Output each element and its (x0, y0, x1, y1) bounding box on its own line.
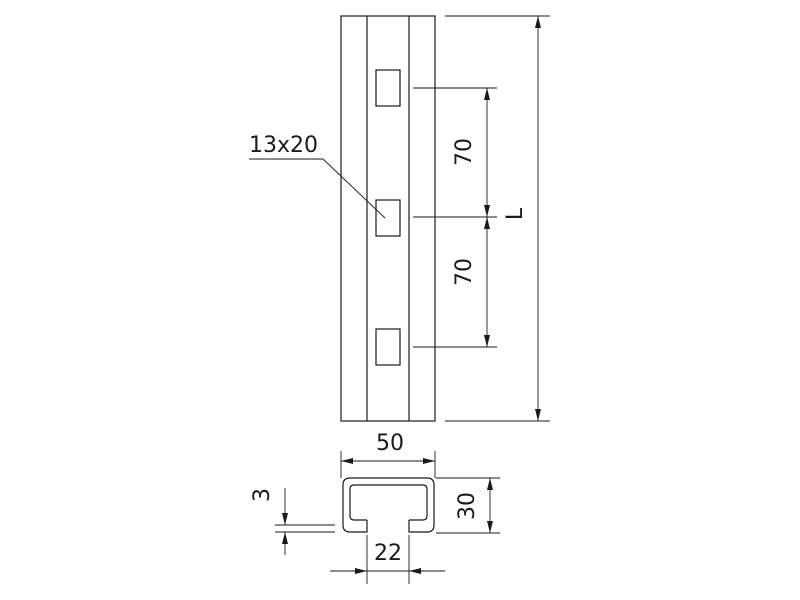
length-label: L (503, 207, 528, 220)
height-arrow-top (487, 478, 493, 490)
pitch-arrow-upper-top (484, 88, 490, 100)
thickness-label: 3 (250, 488, 275, 502)
slot-top (375, 69, 401, 107)
thickness-dimension: 3 (250, 488, 335, 555)
height-arrow-bottom (487, 521, 493, 533)
length-dimension: L (445, 15, 550, 422)
length-arrow-bottom (535, 409, 541, 421)
width-arrow-right (423, 458, 435, 464)
opening-arrow-right (409, 568, 421, 574)
thickness-arrow-top (282, 513, 288, 525)
length-arrow-top (535, 16, 541, 28)
channel-outline (340, 15, 436, 422)
opening-dimension: 22 (330, 535, 445, 584)
slot-leader-diagonal (322, 158, 386, 219)
pitch-arrow-lower-bottom (484, 335, 490, 347)
pitch-upper-label: 70 (452, 138, 477, 166)
profile-outer-contour (342, 477, 435, 533)
width-dimension: 50 (340, 431, 436, 478)
opening-label: 22 (374, 541, 402, 566)
opening-arrow-left (355, 568, 367, 574)
height-dimension: 30 (436, 477, 500, 534)
thickness-arrow-bottom (282, 532, 288, 544)
pitch-lower-label: 70 (452, 258, 477, 286)
height-label: 30 (455, 492, 480, 520)
slot-size-callout: 13x20 (249, 133, 386, 219)
pitch-arrow-upper-bottom (484, 205, 490, 217)
pitch-dimensions: 70 70 (413, 87, 497, 348)
channel-front-view (340, 15, 436, 422)
slot-middle (375, 199, 401, 237)
width-label: 50 (376, 431, 404, 456)
channel-cross-section (342, 477, 435, 533)
slot-bottom (375, 328, 401, 366)
width-arrow-left (341, 458, 353, 464)
pitch-arrow-lower-top (484, 217, 490, 229)
profile-inner-contour (349, 484, 428, 521)
slot-size-label: 13x20 (249, 133, 318, 158)
